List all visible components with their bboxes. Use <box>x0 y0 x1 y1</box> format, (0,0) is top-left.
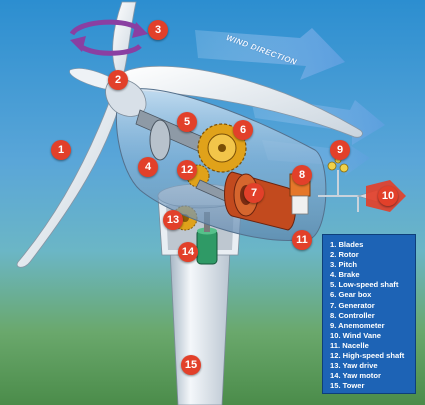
legend-item: 13. Yaw drive <box>330 361 378 371</box>
callout-badge: 3 <box>148 20 168 40</box>
legend-item: 15. Tower <box>330 381 365 391</box>
callout-badge: 12 <box>177 160 197 180</box>
callout-badge: 1 <box>51 140 71 160</box>
legend-item: 4. Brake <box>330 270 360 280</box>
legend-item: 9. Anemometer <box>330 320 385 330</box>
legend-item: 7. Generator <box>330 300 375 310</box>
callout-badge: 15 <box>181 355 201 375</box>
legend-item: 14. Yaw motor <box>330 371 381 381</box>
callout-badge: 10 <box>378 186 398 206</box>
legend-item: 6. Gear box <box>330 290 372 300</box>
legend-list: 1. Blades 2. Rotor 3. Pitch 4. Brake 5. … <box>330 240 415 391</box>
legend-item: 11. Nacelle <box>330 340 369 350</box>
callout-badge: 2 <box>108 70 128 90</box>
legend-item: 2. Rotor <box>330 250 359 260</box>
legend-panel: 1. Blades 2. Rotor 3. Pitch 4. Brake 5. … <box>322 234 416 394</box>
legend-item: 8. Controller <box>330 310 375 320</box>
nacelle <box>105 78 327 241</box>
callout-badge: 9 <box>330 140 350 160</box>
legend-item: 1. Blades <box>330 240 364 249</box>
callout-badge: 6 <box>233 120 253 140</box>
legend-item: 5. Low-speed shaft <box>330 280 399 290</box>
callout-badge: 8 <box>292 165 312 185</box>
callout-badge: 5 <box>177 112 197 132</box>
legend-item: 12. High-speed shaft <box>330 351 405 361</box>
callout-badge: 7 <box>244 183 264 203</box>
legend-item: 10. Wind Vane <box>330 330 381 340</box>
callout-badge: 14 <box>178 242 198 262</box>
callout-badge: 11 <box>292 230 312 250</box>
callout-badge: 4 <box>138 157 158 177</box>
callout-badge: 13 <box>163 210 183 230</box>
legend-item: 3. Pitch <box>330 260 358 270</box>
pitch-arrows <box>69 19 148 56</box>
